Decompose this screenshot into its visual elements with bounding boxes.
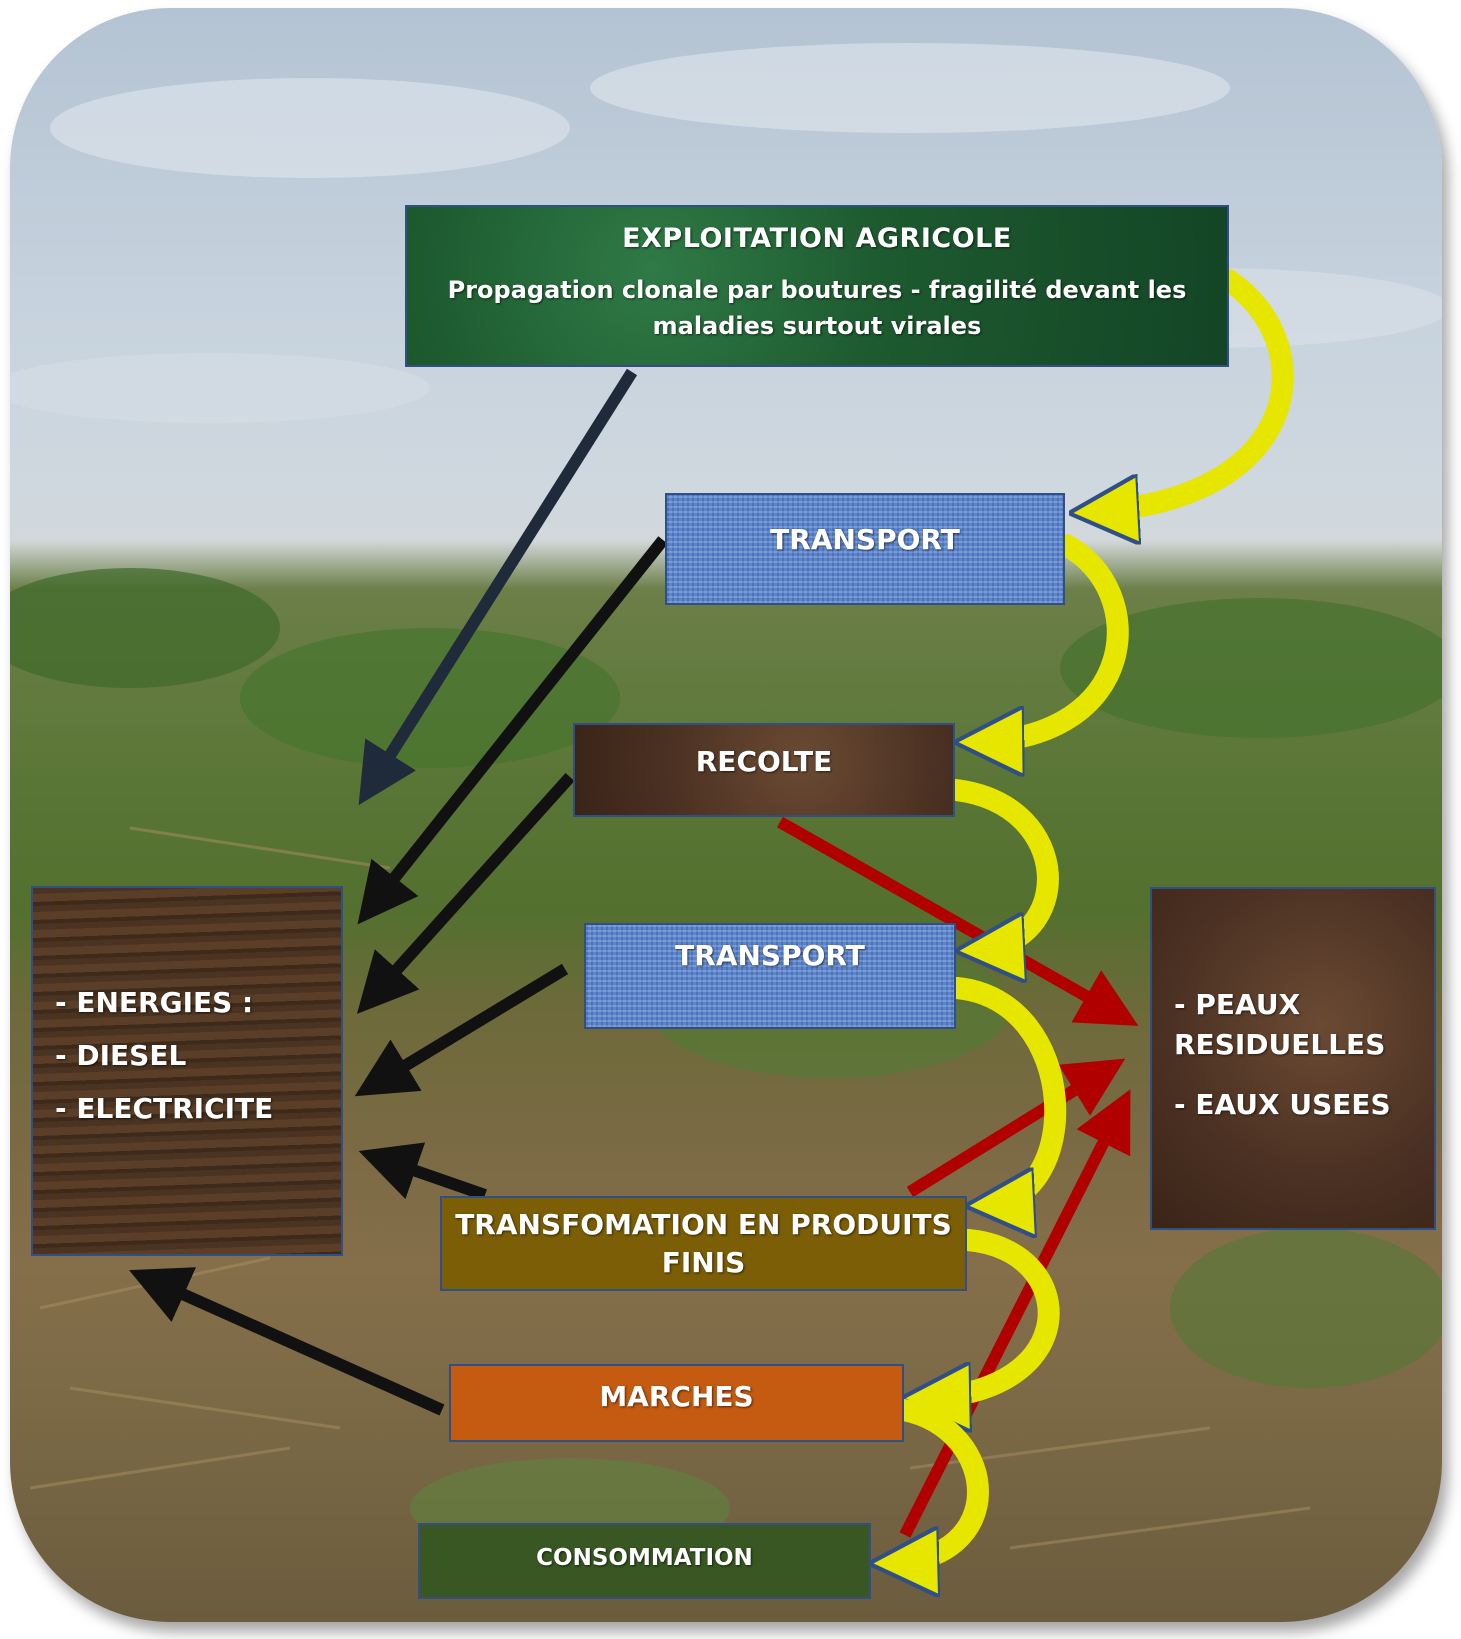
residus-box: - PEAUX RESIDUELLES - EAUX USEES	[1150, 887, 1436, 1230]
energies-line-2: - DIESEL	[55, 1039, 187, 1072]
flow-arrow-exploitation-to-transport	[1090, 269, 1294, 512]
exploitation-title: EXPLOITATION AGRICOLE	[622, 223, 1012, 254]
arrow-conso-to-residus	[899, 1089, 1131, 1538]
transformation-box: TRANSFOMATION EN PRODUITS FINIS	[440, 1196, 967, 1291]
consommation-box: CONSOMMATION	[418, 1523, 871, 1599]
arrow-transfo-to-residus	[906, 1058, 1126, 1198]
flow-arrow-transport-to-transfo	[946, 977, 1067, 1205]
residus-line-1: - PEAUX RESIDUELLES	[1174, 988, 1386, 1061]
marches-box: MARCHES	[449, 1364, 904, 1442]
flow-arrow-transfo-to-marches	[922, 1229, 1060, 1398]
flow-arrow-recolte-to-transport	[945, 779, 1059, 950]
exploitation-agricole-box: EXPLOITATION AGRICOLE Propagation clonal…	[405, 205, 1229, 367]
arrow-transport2-to-energies	[354, 963, 569, 1097]
arrow-marches-to-energies	[129, 1267, 445, 1416]
energies-line-3: - ELECTRICITE	[55, 1092, 274, 1125]
arrow-exploitation-to-energies	[358, 368, 638, 806]
exploitation-subtitle: Propagation clonale par boutures - fragi…	[447, 276, 1187, 340]
energies-line-1: - ENERGIES :	[55, 986, 254, 1019]
arrow-recolte-to-energies	[356, 772, 575, 1014]
flow-arrow-marches-to-conso	[890, 1399, 989, 1563]
residus-line-2: - EAUX USEES	[1174, 1088, 1391, 1121]
arrow-transfo-to-energies	[358, 1142, 487, 1201]
energies-box: - ENERGIES : - DIESEL - ELECTRICITE	[31, 886, 343, 1256]
transport-box-1: TRANSPORT	[665, 493, 1065, 605]
arrow-transport1-to-energies	[357, 536, 668, 925]
transport-box-2: TRANSPORT	[584, 923, 956, 1029]
recolte-box: RECOLTE	[573, 723, 955, 817]
flow-arrow-transport-to-recolte	[975, 534, 1129, 742]
